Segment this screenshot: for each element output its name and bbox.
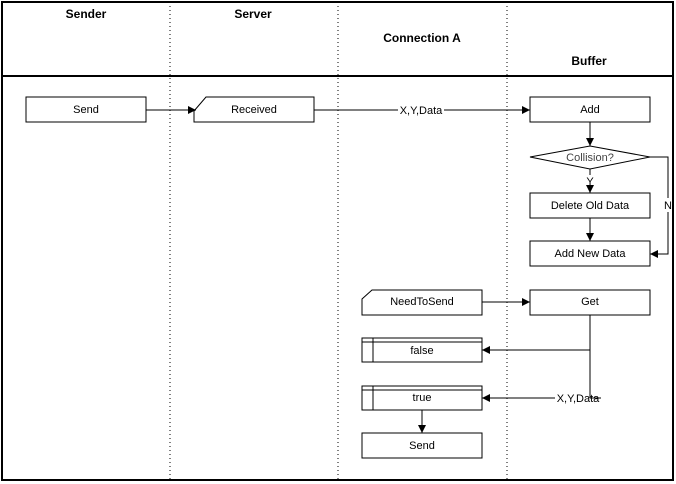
get-label: Get (581, 296, 599, 308)
sender-send-box (25, 96, 147, 123)
lane-header-connection-a: Connection A (383, 31, 461, 45)
delete-old-data-box (529, 192, 651, 219)
need-to-send-label: NeedToSend (390, 296, 454, 308)
received-label: Received (231, 104, 277, 116)
edge-collision-to-add-new-a (650, 156, 669, 198)
edge-label-collision-yes: Y (586, 176, 594, 188)
edge-label-collision-no: N (664, 200, 672, 212)
lane-header-sender: Sender (66, 7, 107, 21)
connection-send-label: Send (409, 440, 435, 452)
collision-label: Collision? (566, 152, 614, 164)
edge-label-received-to-add: X,Y,Data (400, 105, 443, 117)
add-new-data-label: Add New Data (555, 248, 627, 260)
sender-send-label: Send (73, 104, 99, 116)
lane-header-buffer: Buffer (571, 54, 607, 68)
edge-get-to-false (482, 315, 591, 354)
add-label: Add (580, 104, 600, 116)
connection-send-box (361, 432, 483, 459)
true-label: true (413, 392, 432, 404)
edge-collision-to-add-new-b (650, 212, 669, 258)
delete-old-data-label: Delete Old Data (551, 200, 630, 212)
false-label: false (410, 345, 433, 357)
lane-header-server: Server (234, 7, 272, 21)
add-new-data-box (529, 240, 651, 267)
edge-label-get-to-true: X,Y,Data (557, 393, 600, 405)
